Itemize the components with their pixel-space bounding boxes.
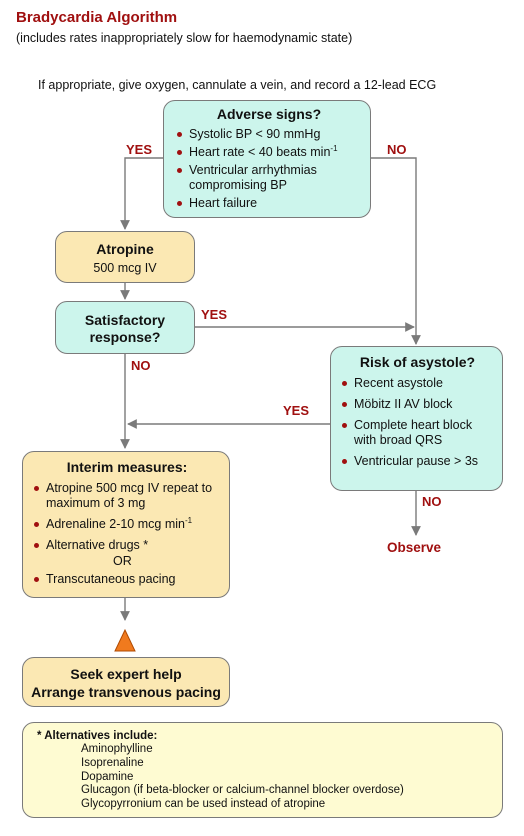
alternative-item: Dopamine <box>81 770 134 783</box>
adverse-item: Heart failure <box>176 196 362 211</box>
seek-expert-help-line: Seek expert help <box>70 666 182 682</box>
alternative-item: Isoprenaline <box>81 756 144 769</box>
interim-item: Transcutaneous pacing <box>33 572 221 587</box>
superscript: -1 <box>330 143 338 153</box>
risk-item: Ventricular pause > 3s <box>341 454 494 469</box>
page-subtitle: (includes rates inappropriately slow for… <box>16 31 353 45</box>
alternatives-heading: * Alternatives include: <box>37 730 158 742</box>
risk-of-asystole-heading: Risk of asystole? <box>359 354 476 370</box>
interim-measures-heading: Interim measures: <box>66 459 188 475</box>
atropine-box: Atropine 500 mcg IV <box>55 231 195 283</box>
page-title: Bradycardia Algorithm <box>16 9 178 26</box>
adverse-signs-heading: Adverse signs? <box>216 106 322 122</box>
adverse-item: Heart rate < 40 beats min-1 <box>176 143 362 160</box>
yes-label-satisfactory: YES <box>201 307 228 322</box>
risk-item: Recent asystole <box>341 376 494 391</box>
risk-of-asystole-box: Risk of asystole? Recent asystole Möbitz… <box>330 346 503 491</box>
interim-item: Atropine 500 mcg IV repeat to maximum of… <box>33 481 221 511</box>
adverse-item: Ventricular arrhythmias compromising BP <box>176 163 362 193</box>
adverse-item: Systolic BP < 90 mmHg <box>176 127 362 142</box>
alternatives-box: * Alternatives include: Aminophylline Is… <box>22 722 503 818</box>
atropine-dose: 500 mcg IV <box>93 261 157 275</box>
risk-item: Complete heart block with broad QRS <box>341 418 494 448</box>
alternative-item: Glycopyrronium can be used instead of at… <box>81 798 326 811</box>
transvenous-pacing-line: Arrange transvenous pacing <box>31 684 221 700</box>
interim-item: Adrenaline 2-10 mcg min-1 <box>33 515 221 532</box>
no-label-satisfactory: NO <box>131 358 151 373</box>
alternative-item: Glucagon (if beta-blocker or calcium-cha… <box>81 784 404 797</box>
superscript: -1 <box>184 515 193 525</box>
observe-label: Observe <box>387 540 442 555</box>
alternative-item: Aminophylline <box>81 743 153 755</box>
adverse-signs-box: Adverse signs? Systolic BP < 90 mmHg Hea… <box>163 100 371 218</box>
satisfactory-response-heading: Satisfactory response? <box>84 312 166 345</box>
connector-adverse-yes <box>120 157 163 230</box>
satisfactory-response-box: Satisfactory response? <box>55 301 195 354</box>
interim-or: OR <box>113 554 132 568</box>
interim-measures-box: Interim measures: Atropine 500 mcg IV re… <box>22 451 230 598</box>
no-label-risk: NO <box>422 494 442 509</box>
intro-instruction: If appropriate, give oxygen, cannulate a… <box>38 78 437 92</box>
seek-expert-help-box: Seek expert help Arrange transvenous pac… <box>22 657 230 707</box>
yes-label-adverse: YES <box>126 142 153 157</box>
no-label-adverse: NO <box>387 142 407 157</box>
yes-label-risk: YES <box>283 403 310 418</box>
warning-triangle-icon <box>114 628 136 652</box>
interim-item: Alternative drugs * <box>33 538 221 553</box>
connector-adverse-no <box>371 157 421 345</box>
atropine-heading: Atropine <box>96 241 154 257</box>
risk-item: Möbitz II AV block <box>341 397 494 412</box>
